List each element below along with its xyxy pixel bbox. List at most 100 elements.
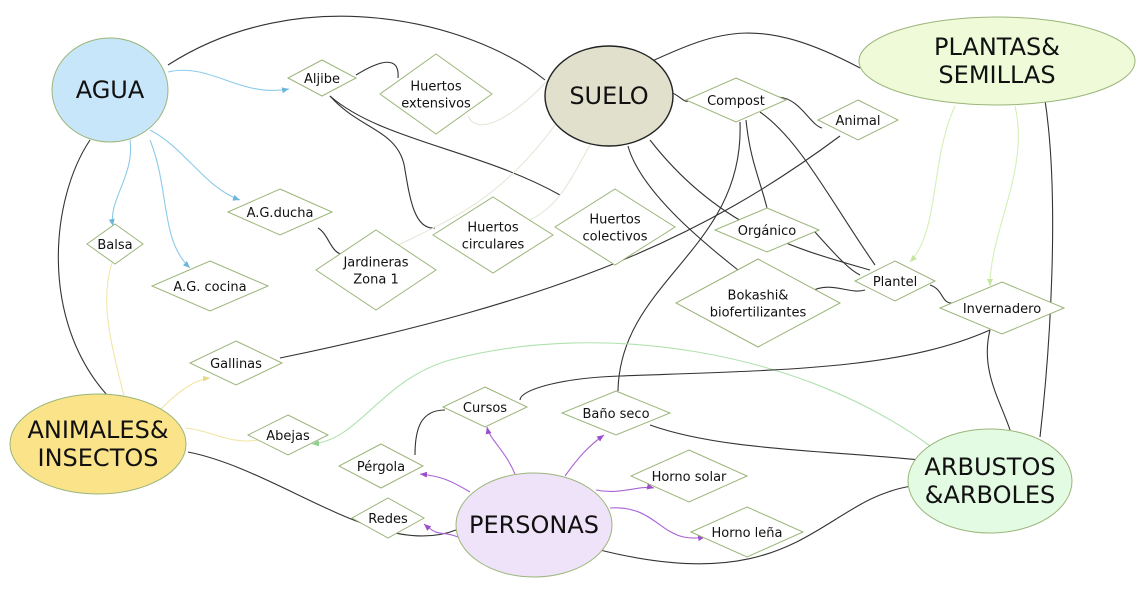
node-plantel-diamond bbox=[853, 260, 937, 302]
edge-personas-to-horno-solar bbox=[595, 483, 655, 492]
node-gallinas-label: Gallinas bbox=[210, 357, 262, 372]
edge-agua-to-agcocina bbox=[149, 139, 191, 269]
node-balsa-diamond bbox=[86, 223, 144, 265]
hub-animales-label: ANIMALES& bbox=[27, 416, 168, 444]
hub-agua-label: AGUA bbox=[76, 76, 145, 104]
node-pergola-label: Pérgola bbox=[357, 460, 405, 475]
node-gallinas-diamond bbox=[188, 340, 284, 386]
node-gallinas[interactable]: Gallinas bbox=[188, 340, 284, 386]
node-plantel[interactable]: Plantel bbox=[853, 260, 937, 302]
edge-personas-to-horno-lena bbox=[609, 507, 706, 542]
node-abejas[interactable]: Abejas bbox=[246, 414, 330, 456]
edge-personas-to-redes bbox=[423, 523, 459, 538]
edge-suelo-to-huertos-ext bbox=[467, 79, 549, 126]
hub-agua-shape bbox=[51, 37, 169, 143]
edge-suelo-to-plantel bbox=[649, 139, 871, 271]
node-pergola-diamond bbox=[337, 443, 425, 489]
node-agducha-diamond bbox=[226, 188, 334, 236]
edge-plantas-to-plantel bbox=[909, 105, 956, 263]
node-bano-label: Baño seco bbox=[582, 407, 649, 422]
hub-arbustos-label: &ARBOLES bbox=[925, 481, 1056, 509]
node-agcocina-label: A.G. cocina bbox=[173, 280, 246, 295]
edge-organico-to-plantel bbox=[814, 231, 861, 276]
hub-arbustos-shape bbox=[907, 428, 1073, 534]
node-jardineras-diamond bbox=[315, 229, 437, 311]
node-aljibe[interactable]: Aljibe bbox=[286, 59, 358, 97]
node-huertos-ext-diamond bbox=[379, 53, 493, 135]
node-bano[interactable]: Baño seco bbox=[560, 390, 672, 436]
node-jardineras-label: Zona 1 bbox=[353, 273, 398, 288]
node-compost-diamond bbox=[684, 77, 788, 123]
edge-animales-to-abejas bbox=[184, 427, 259, 442]
node-huertos-col-label: colectivos bbox=[583, 230, 648, 245]
node-bokashi[interactable]: Bokashi&biofertilizantes bbox=[674, 258, 842, 348]
edge-personas-to-pergola bbox=[419, 471, 471, 493]
hub-agua[interactable]: AGUA bbox=[51, 37, 169, 143]
edge-arbustos-to-personas bbox=[599, 485, 913, 565]
edge-aljibe-to-huertos-col bbox=[329, 95, 561, 196]
node-abejas-label: Abejas bbox=[266, 429, 310, 444]
node-cursos[interactable]: Cursos bbox=[441, 386, 529, 428]
hub-plantas-label: SEMILLAS bbox=[938, 61, 1055, 89]
hub-arbustos[interactable]: ARBUSTOS&ARBOLES bbox=[907, 428, 1073, 534]
hub-personas[interactable]: PERSONAS bbox=[455, 472, 613, 578]
edge-plantas-to-arbustos bbox=[1039, 99, 1054, 438]
hub-suelo-shape bbox=[544, 45, 674, 147]
node-cursos-label: Cursos bbox=[463, 401, 507, 416]
hub-animales[interactable]: ANIMALES&INSECTOS bbox=[9, 393, 187, 495]
edge-agua-to-suelo bbox=[167, 15, 546, 81]
node-compost[interactable]: Compost bbox=[684, 77, 788, 123]
edge-aljibe-to-huertos-circ bbox=[329, 95, 436, 229]
edge-aljibe-to-huertos-ext bbox=[355, 61, 399, 79]
hub-plantas[interactable]: PLANTAS&SEMILLAS bbox=[858, 16, 1136, 106]
node-jardineras-label: Jardineras bbox=[342, 256, 408, 271]
node-agducha[interactable]: A.G.ducha bbox=[226, 188, 334, 236]
edge-invernadero-to-cursos bbox=[519, 329, 991, 401]
node-balsa[interactable]: Balsa bbox=[86, 223, 144, 265]
node-abejas-diamond bbox=[246, 414, 330, 456]
hub-suelo[interactable]: SUELO bbox=[544, 45, 674, 147]
edge-agua-to-aljibe bbox=[167, 69, 290, 94]
edge-suelo-to-huertos-circ bbox=[529, 144, 591, 221]
edge-compost-to-animal bbox=[777, 96, 823, 129]
node-horno-solar[interactable]: Horno solar bbox=[629, 449, 749, 503]
edge-agua-to-agducha bbox=[149, 129, 241, 201]
node-invernadero[interactable]: Invernadero bbox=[938, 281, 1066, 335]
edge-cursos-to-pergola bbox=[414, 409, 446, 456]
edge-agducha-to-jardineras bbox=[317, 227, 347, 256]
node-agcocina[interactable]: A.G. cocina bbox=[150, 260, 270, 312]
node-pergola[interactable]: Pérgola bbox=[337, 443, 425, 489]
node-horno-lena[interactable]: Horno leña bbox=[689, 506, 805, 558]
node-organico[interactable]: Orgánico bbox=[713, 207, 821, 253]
edge-plantas-to-invernadero bbox=[987, 105, 1019, 287]
node-invernadero-label: Invernadero bbox=[963, 302, 1041, 317]
node-bano-diamond bbox=[560, 390, 672, 436]
node-agcocina-diamond bbox=[150, 260, 270, 312]
node-huertos-circ-diamond bbox=[432, 196, 554, 274]
node-animal-diamond bbox=[816, 99, 900, 141]
node-redes[interactable]: Redes bbox=[350, 497, 426, 539]
node-cursos-diamond bbox=[441, 386, 529, 428]
hub-personas-shape bbox=[455, 472, 613, 578]
node-invernadero-diamond bbox=[938, 281, 1066, 335]
hub-suelo-label: SUELO bbox=[569, 82, 648, 110]
node-animal[interactable]: Animal bbox=[816, 99, 900, 141]
node-aljibe-diamond bbox=[286, 59, 358, 97]
node-plantel-label: Plantel bbox=[873, 275, 917, 290]
node-redes-label: Redes bbox=[368, 512, 408, 527]
node-huertos-circ-label: circulares bbox=[462, 238, 525, 253]
node-compost-label: Compost bbox=[707, 94, 765, 109]
node-horno-solar-diamond bbox=[629, 449, 749, 503]
node-bokashi-label: Bokashi& bbox=[728, 289, 789, 304]
edge-animales-to-balsa bbox=[106, 262, 125, 397]
node-animal-label: Animal bbox=[836, 114, 881, 129]
node-horno-solar-label: Horno solar bbox=[652, 470, 727, 485]
edge-arbustos-to-abejas bbox=[311, 342, 931, 447]
node-agducha-label: A.G.ducha bbox=[247, 206, 314, 221]
edge-compost-to-bano bbox=[617, 121, 741, 392]
edge-personas-to-cursos bbox=[485, 426, 516, 475]
